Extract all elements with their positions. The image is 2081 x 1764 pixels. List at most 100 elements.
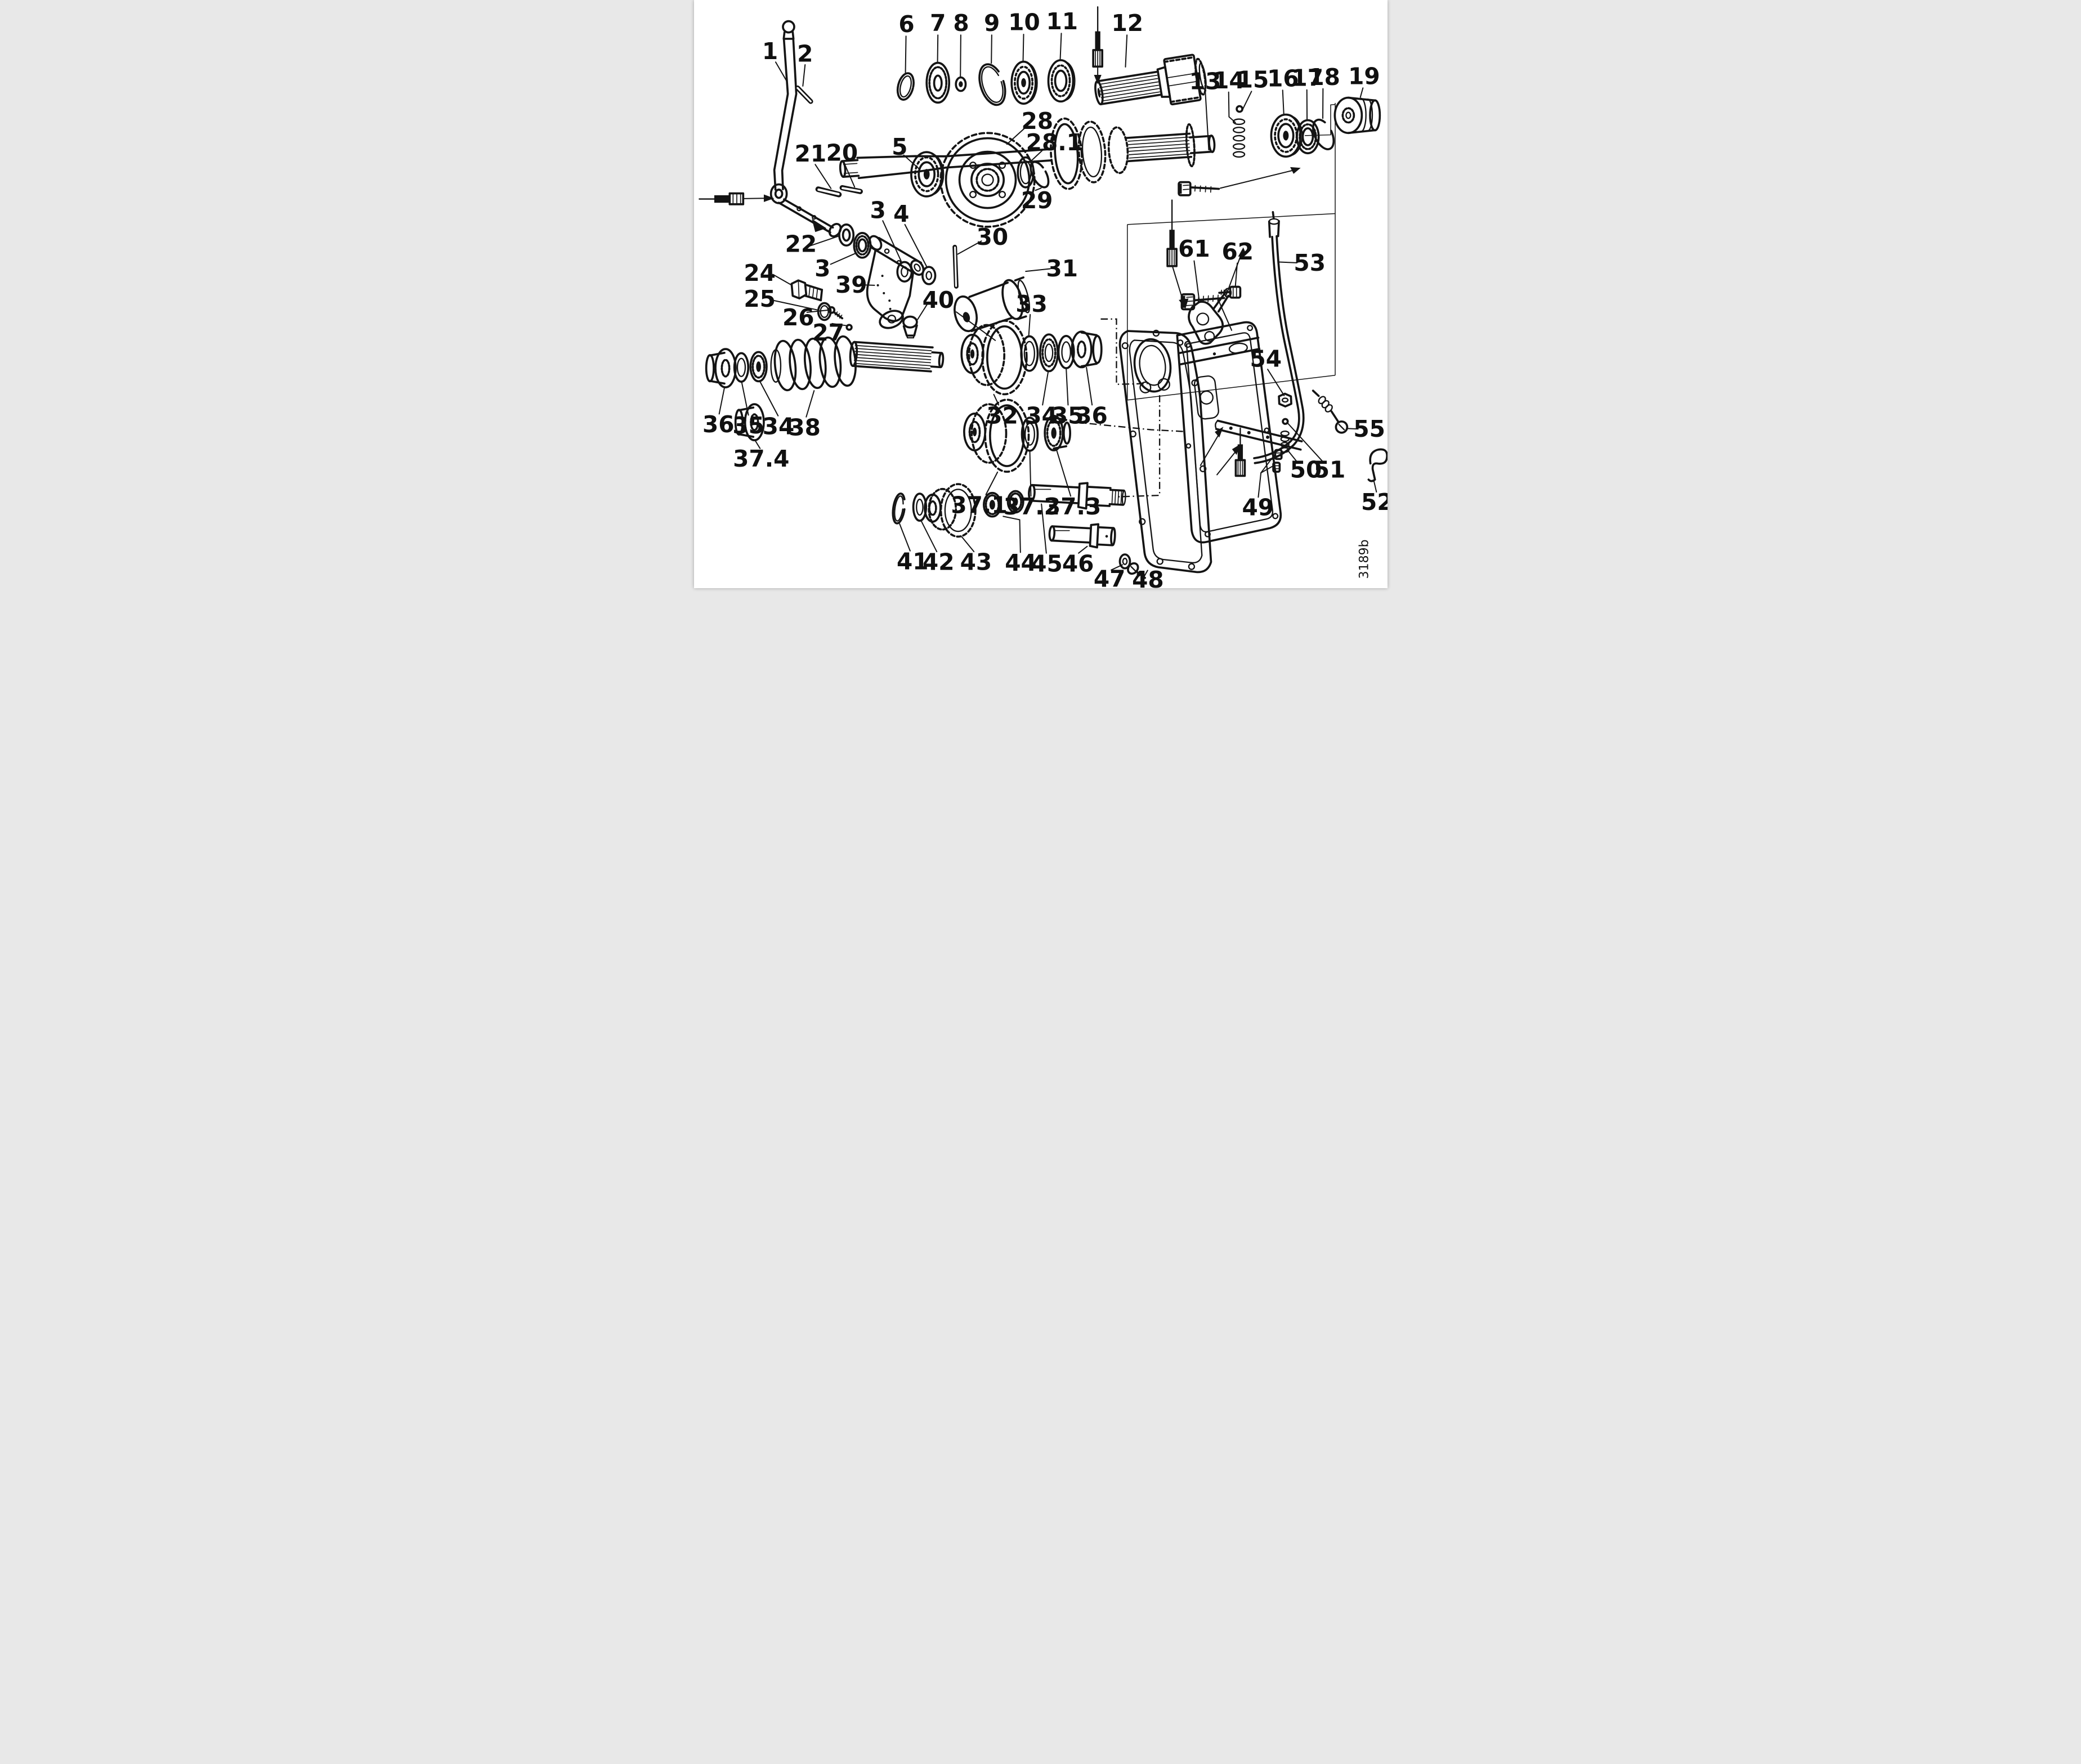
reference-frame	[1126, 102, 1336, 401]
main-shaft-13	[839, 117, 1215, 190]
hub-36-left	[705, 348, 737, 388]
shaft-45	[1027, 482, 1126, 510]
ball-51	[1281, 418, 1289, 425]
part-label-3-24: 3	[870, 197, 885, 224]
part-label-40-33: 40	[922, 286, 954, 314]
bearing-3	[852, 232, 871, 259]
detent-knob-40	[902, 315, 918, 339]
part-label-55-61: 55	[1353, 415, 1385, 442]
input-shaft-12	[1094, 53, 1207, 106]
ball-bearing-5	[910, 151, 944, 198]
washer-47	[1118, 553, 1131, 570]
pin-30	[952, 244, 959, 289]
washer-4	[921, 266, 936, 285]
part-label-20-18: 20	[826, 140, 858, 167]
part-label-37-1-44: 37.1	[951, 491, 1007, 518]
part-label-1-0: 1	[762, 38, 777, 65]
part-label-7-3: 7	[930, 10, 946, 37]
part-label-61-62: 61	[1178, 235, 1210, 262]
nut-54	[1277, 392, 1292, 408]
ball-bearing-10	[1010, 60, 1038, 105]
part-label-34-36: 34	[1026, 402, 1058, 429]
part-label-62-63: 62	[1221, 238, 1254, 265]
part-label-37-4-43: 37.4	[733, 445, 789, 472]
large-gear-28	[939, 132, 1036, 228]
part-label-35-37: 35	[1051, 402, 1084, 429]
part-label-44-50: 44	[1005, 549, 1037, 576]
part-label-31-32: 31	[1046, 255, 1078, 282]
detent-ball-15	[1235, 105, 1243, 113]
part-label-13-9: 13	[1189, 68, 1221, 95]
part-label-34-41: 34	[762, 413, 794, 440]
part-label-54-60: 54	[1250, 345, 1282, 372]
part-label-14-10: 14	[1213, 67, 1245, 94]
pulley-19	[1333, 96, 1381, 135]
part-label-37-3-46: 37.3	[1045, 493, 1101, 520]
washer-35-left	[733, 352, 749, 383]
exploded-diagram: 12678910111213141516171819521202828.1292…	[698, 6, 1388, 588]
part-label-43-49: 43	[960, 549, 992, 576]
mount-screw-upper	[1177, 167, 1301, 196]
part-label-42-48: 42	[922, 549, 954, 576]
part-label-24-26: 24	[744, 259, 776, 286]
part-label-30-31: 30	[976, 223, 1008, 250]
snap-ring-29	[1029, 160, 1049, 189]
selector-bracket-39	[866, 235, 924, 329]
flanged-nut-37-4	[734, 403, 765, 441]
shaft-46	[1048, 523, 1116, 549]
part-label-36-38: 36	[1076, 402, 1108, 429]
part-label-53-59: 53	[1294, 249, 1326, 276]
part-label-18-14: 18	[1308, 64, 1340, 91]
bolt-55	[1312, 389, 1348, 434]
parts-artwork	[698, 6, 1388, 579]
part-label-52-58: 52	[1361, 489, 1388, 516]
part-label-51-57: 51	[1313, 456, 1345, 483]
kickstart-spring-shaft-38	[769, 335, 944, 392]
bearing-34-left	[749, 351, 768, 383]
washer-33	[1019, 335, 1039, 372]
part-label-45-51: 45	[1031, 550, 1063, 577]
detent-spring-14	[1232, 118, 1245, 158]
washer-8	[954, 76, 966, 92]
part-label-35-40: 35	[732, 412, 764, 439]
pin-20	[839, 185, 863, 194]
part-label-50-56: 50	[1290, 456, 1322, 483]
gear-cluster-32	[960, 319, 1028, 396]
pin-21	[815, 186, 842, 198]
part-label-46-52: 46	[1062, 550, 1094, 577]
part-label-3-23: 3	[815, 255, 830, 282]
part-label-9-5: 9	[984, 10, 1000, 37]
needle-bearing-44a	[982, 491, 1002, 518]
washer-22	[838, 223, 854, 247]
screw-48	[1126, 562, 1146, 579]
part-label-49-55: 49	[1242, 494, 1274, 521]
part-label-26-28: 26	[782, 304, 815, 331]
sprocket-43	[923, 483, 977, 538]
washer-42	[912, 493, 927, 522]
part-label-21-17: 21	[794, 140, 826, 167]
grub-screws-49	[1272, 449, 1283, 473]
spring-clip-52	[1367, 448, 1388, 482]
assembly-axes	[1075, 318, 1185, 498]
snap-ring-9	[978, 63, 1006, 106]
plug-bolt-24	[790, 279, 823, 302]
part-label-48-54: 48	[1132, 566, 1164, 588]
gasket-plate	[1118, 329, 1212, 574]
part-label-5-16: 5	[892, 133, 907, 160]
part-label-41-47: 41	[896, 548, 928, 575]
lock-ring-6	[896, 72, 915, 101]
part-label-37-2-45: 37.2	[1003, 493, 1059, 520]
part-label-15-11: 15	[1237, 66, 1269, 93]
bearing-34	[1039, 333, 1059, 373]
part-label-12-8: 12	[1111, 10, 1143, 37]
gear-cluster-37-1	[963, 399, 1030, 473]
part-label-25-27: 25	[744, 285, 776, 312]
pin-2	[795, 85, 813, 104]
drawing-number: 3189b	[1357, 539, 1371, 579]
part-label-39-30: 39	[835, 271, 867, 298]
mount-screw-lower	[1180, 247, 1246, 311]
bearing-37-3	[1043, 414, 1071, 451]
needle-bearing-44b	[1006, 490, 1024, 514]
